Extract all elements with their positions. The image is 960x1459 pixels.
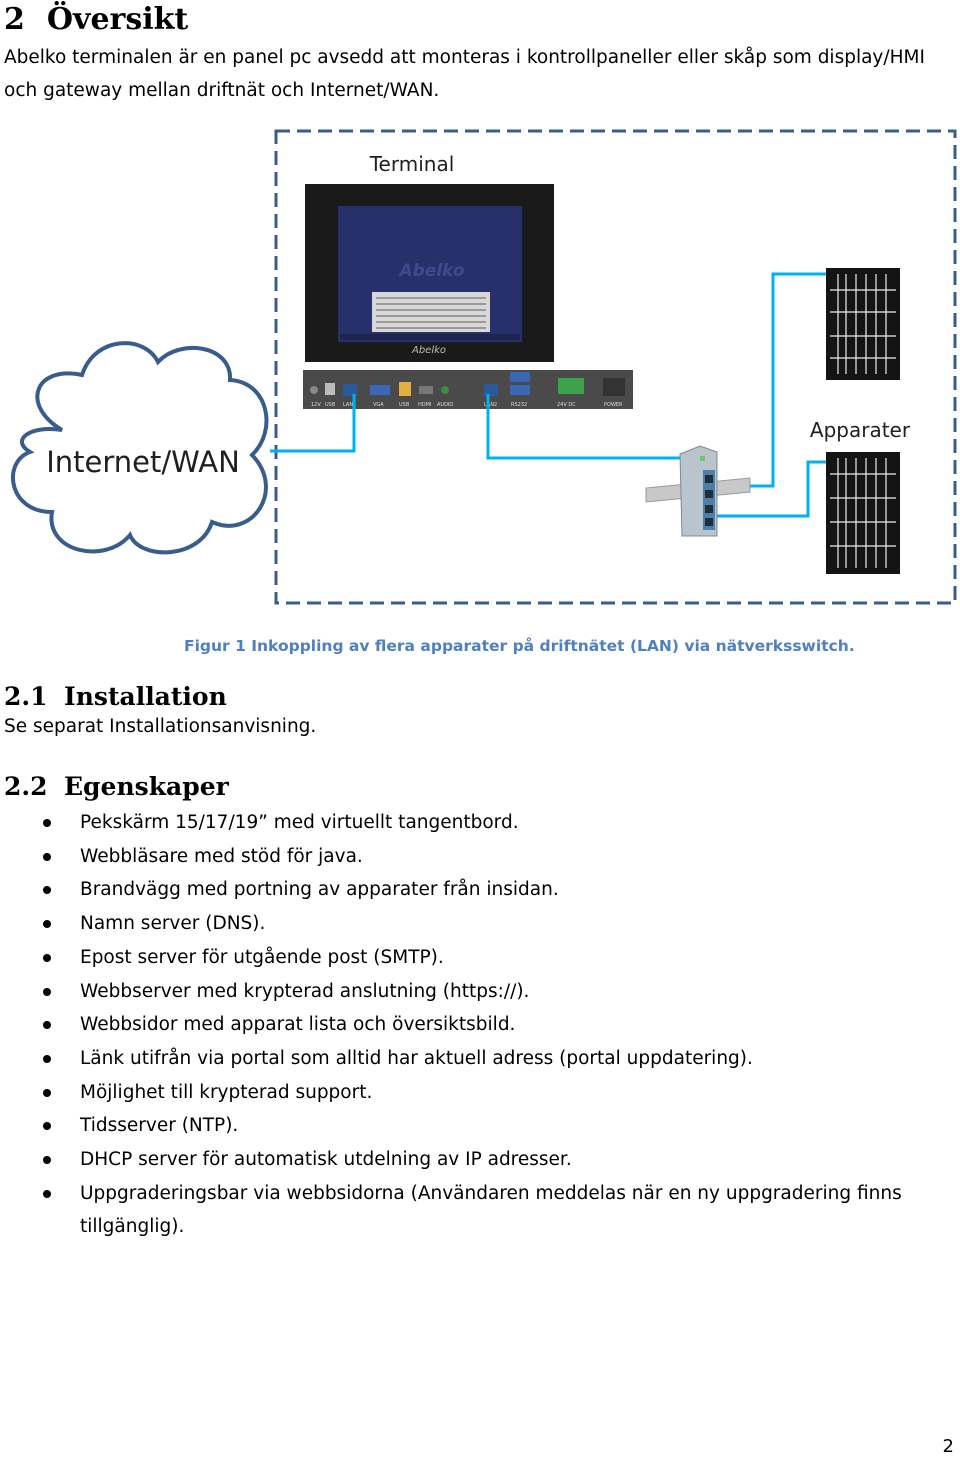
figure-caption: Figur 1 Inkoppling av flera apparater på…: [184, 637, 855, 655]
port-label: VGA: [373, 402, 384, 408]
port-label: RS232: [511, 402, 527, 408]
installation-number: 2.1: [4, 682, 48, 711]
keyboard-keys: [376, 297, 486, 329]
intro-paragraph: Abelko terminalen är en panel pc avsedd …: [4, 47, 925, 101]
installation-title: Installation: [64, 682, 227, 711]
list-item: DHCP server för automatisk utdelning av …: [0, 1143, 940, 1177]
device-module-top: [826, 268, 900, 380]
bezel-brand: Abelko: [411, 345, 446, 356]
bullet-icon: [43, 886, 51, 895]
feature-text: Webbsidor med apparat lista och översikt…: [80, 1014, 516, 1036]
section-number: 2: [4, 2, 25, 37]
bullet-icon: [43, 1122, 51, 1131]
list-item: Uppgraderingsbar via webbsidorna (Använd…: [0, 1177, 940, 1244]
feature-text: Länk utifrån via portal som alltid har a…: [80, 1047, 753, 1069]
internet-cloud: [11, 341, 269, 555]
feature-text: Namn server (DNS).: [80, 913, 266, 935]
device-cable-bottom: [712, 460, 843, 518]
feature-text: Epost server för utgående post (SMTP).: [80, 946, 444, 968]
port-labels: 12V USB LAN1 VGA USB HDMI AUDIO LAN2 RS2…: [311, 402, 623, 408]
lan-cable: [486, 394, 702, 460]
port-connectors: [310, 372, 625, 396]
port-label: LAN1: [343, 402, 356, 408]
port-label: 12V: [311, 402, 321, 408]
bullet-icon: [43, 953, 51, 962]
network-switch: [645, 445, 751, 537]
device-cable-top: [712, 272, 843, 488]
feature-text: Webbserver med krypterad anslutning (htt…: [80, 980, 530, 1002]
switch-face: [703, 470, 715, 530]
cloud-label: Internet/WAN: [46, 445, 240, 479]
features-number: 2.2: [4, 772, 48, 801]
screen-brand-watermark: Abelko: [397, 261, 464, 281]
bullet-icon: [43, 987, 51, 996]
list-item: Webbsidor med apparat lista och översikt…: [0, 1008, 940, 1042]
list-item: Webbserver med krypterad anslutning (htt…: [0, 975, 940, 1009]
feature-text: Möjlighet till krypterad support.: [80, 1081, 373, 1103]
port-label: LAN2: [484, 402, 497, 408]
list-item: Namn server (DNS).: [0, 907, 940, 941]
section-heading: 2 Översikt: [4, 2, 188, 38]
list-item: Epost server för utgående post (SMTP).: [0, 941, 940, 975]
bullet-icon: [43, 1189, 51, 1198]
bullet-icon: [43, 1021, 51, 1030]
feature-text: Uppgraderingsbar via webbsidorna (Använd…: [80, 1182, 902, 1238]
network-diagram: Terminal Internet/WAN Abelko Abelko: [0, 118, 960, 618]
list-item: Pekskärm 15/17/19” med virtuellt tangent…: [0, 806, 940, 840]
feature-text: Tidsserver (NTP).: [80, 1115, 239, 1137]
device-module-bottom: [826, 452, 900, 574]
list-item: Brandvägg med portning av apparater från…: [0, 873, 940, 907]
screen-taskbar: [340, 334, 520, 340]
bullet-icon: [43, 852, 51, 861]
bullet-icon: [43, 920, 51, 929]
features-title: Egenskaper: [64, 772, 229, 801]
installation-heading: 2.1 Installation: [4, 682, 227, 712]
feature-text: Brandvägg med portning av apparater från…: [80, 879, 559, 901]
installation-text: Se separat Installationsanvisning.: [4, 716, 317, 737]
port-label: USB: [399, 402, 410, 408]
bullet-icon: [43, 1054, 51, 1063]
port-label: 24V DC: [557, 402, 576, 408]
page-number: 2: [942, 1436, 954, 1457]
bullet-icon: [43, 1088, 51, 1097]
bullet-icon: [43, 819, 51, 827]
network-diagram-svg: Terminal Internet/WAN Abelko Abelko: [11, 129, 957, 605]
port-label: AUDIO: [437, 402, 453, 408]
features-heading: 2.2 Egenskaper: [4, 772, 229, 802]
terminal-boundary: [274, 129, 957, 605]
port-label: USB: [325, 402, 336, 408]
feature-text: DHCP server för automatisk utdelning av …: [80, 1149, 572, 1171]
list-item: Webbläsare med stöd för java.: [0, 840, 940, 874]
wan-cable: [270, 394, 356, 453]
port-label: POWER: [604, 402, 623, 408]
devices-label: Apparater: [810, 418, 911, 442]
port-label: HDMI: [418, 402, 431, 408]
section-title: Översikt: [46, 2, 189, 37]
features-list: Pekskärm 15/17/19” med virtuellt tangent…: [0, 806, 940, 1244]
bullet-icon: [43, 1156, 51, 1165]
list-item: Möjlighet till krypterad support.: [0, 1076, 940, 1110]
list-item: Länk utifrån via portal som alltid har a…: [0, 1042, 940, 1076]
feature-text: Webbläsare med stöd för java.: [80, 845, 363, 867]
feature-text: Pekskärm 15/17/19” med virtuellt tangent…: [80, 812, 519, 833]
list-item: Tidsserver (NTP).: [0, 1109, 940, 1143]
terminal-label: Terminal: [369, 152, 455, 176]
